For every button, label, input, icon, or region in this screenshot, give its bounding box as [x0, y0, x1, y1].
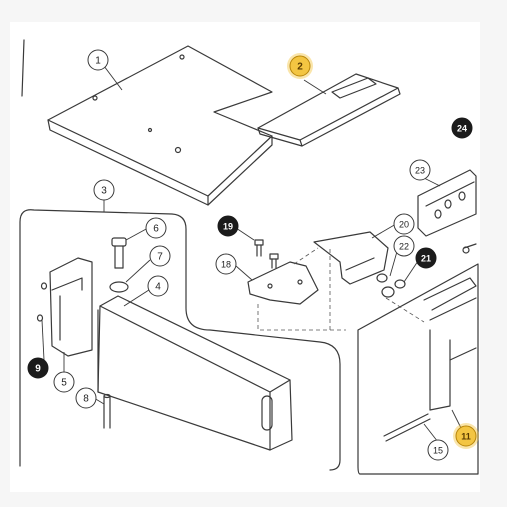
callout-circle — [217, 215, 239, 237]
part-6-screw — [111, 237, 127, 269]
leader-20 — [371, 223, 397, 239]
callout-label: 2 — [297, 62, 303, 73]
callout-label: 7 — [157, 252, 163, 263]
callout-circle — [145, 217, 167, 239]
callout-24: 24 — [451, 117, 473, 139]
part-5-bracket — [49, 257, 93, 357]
leader-1 — [103, 65, 123, 91]
part-8-pin — [103, 393, 111, 429]
callout-4: 4 — [147, 275, 169, 297]
callout-label: 19 — [223, 222, 233, 232]
callout-18: 18 — [215, 253, 237, 275]
callout-label: 24 — [457, 124, 467, 134]
callout-11: 11 — [453, 423, 479, 449]
callout-circle — [451, 117, 473, 139]
part-23-channel — [417, 169, 477, 237]
leader-2 — [303, 79, 327, 95]
callout-15: 15 — [427, 439, 449, 461]
leader-19 — [235, 227, 255, 241]
callout-circle — [409, 159, 431, 181]
callout-label: 15 — [433, 446, 443, 456]
callout-22: 22 — [393, 235, 415, 257]
callout-circle — [149, 245, 171, 267]
leader-9 — [41, 319, 45, 361]
callout-label: 9 — [35, 364, 41, 375]
callout-20: 20 — [393, 213, 415, 235]
part-22-nuts — [376, 273, 406, 298]
part-11-assembly — [357, 243, 479, 475]
paper — [10, 22, 480, 492]
part-4-cover — [97, 295, 293, 451]
callout-2: 2 — [287, 53, 313, 79]
callout-circle — [75, 387, 97, 409]
part-20-plate — [313, 231, 389, 285]
callout-3: 3 — [93, 179, 115, 201]
callout-19: 19 — [217, 215, 239, 237]
callout-6: 6 — [145, 217, 167, 239]
callout-circle — [87, 49, 109, 71]
leader-4 — [123, 287, 153, 307]
callout-circle — [455, 425, 477, 447]
part-7-washer — [109, 281, 129, 293]
callout-label: 6 — [153, 224, 159, 235]
callout-8: 8 — [75, 387, 97, 409]
callout-circle — [93, 179, 115, 201]
part-9-screws — [36, 282, 48, 322]
leader-7 — [125, 259, 151, 283]
callout-label: 20 — [399, 220, 409, 230]
callout-7: 7 — [149, 245, 171, 267]
callout-label: 18 — [221, 260, 231, 270]
callout-9: 9 — [27, 357, 49, 379]
callout-label: 1 — [95, 56, 101, 67]
callout-label: 21 — [421, 254, 431, 264]
leader-11 — [451, 409, 463, 431]
callout-circle — [215, 253, 237, 275]
part-19-screws — [254, 239, 279, 269]
leader-18 — [235, 265, 253, 281]
callout-circle — [27, 357, 49, 379]
part-15-rod — [383, 413, 431, 442]
callout-23: 23 — [409, 159, 431, 181]
dashed-guide-4 — [293, 247, 319, 265]
margin-line — [21, 39, 25, 97]
callout-circle — [415, 247, 437, 269]
leader-15 — [423, 423, 439, 443]
callout-label: 5 — [61, 378, 67, 389]
callout-circle — [147, 275, 169, 297]
callout-label: 22 — [399, 242, 409, 252]
dashed-guide-1 — [257, 304, 346, 331]
leader-6 — [125, 227, 149, 241]
dashed-guide-3 — [385, 297, 425, 323]
callout-circle — [53, 371, 75, 393]
callout-5: 5 — [53, 371, 75, 393]
callout-circle — [393, 213, 415, 235]
callout-1: 1 — [87, 49, 109, 71]
callout-label: 3 — [101, 186, 107, 197]
callout-circle — [427, 439, 449, 461]
callout-label: 8 — [83, 394, 89, 405]
callout-label: 23 — [415, 166, 425, 176]
callout-label: 11 — [461, 432, 471, 442]
part-1-base-plate — [47, 45, 273, 206]
part-3-frame — [19, 209, 341, 471]
callout-label: 4 — [155, 282, 161, 293]
callout-circle — [289, 55, 311, 77]
part-18-bracket — [247, 261, 319, 305]
callout-circle — [393, 235, 415, 257]
callout-21: 21 — [415, 247, 437, 269]
